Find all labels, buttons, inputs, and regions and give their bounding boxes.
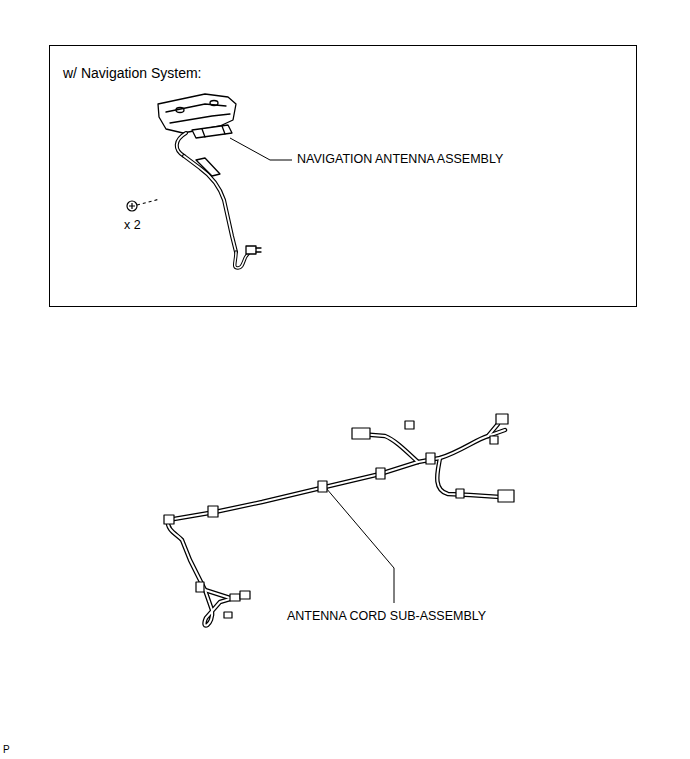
drawing-stroke [437,458,500,497]
drawing-stroke [498,490,514,502]
drawing-stroke [168,520,240,626]
drawing-stroke [490,436,498,444]
drawing-stroke [176,108,184,113]
drawing-stroke [192,125,232,138]
drawing-stroke [437,458,500,497]
section-heading: w/ Navigation System: [63,65,628,82]
drawing-stroke [246,246,256,254]
drawing-stroke [168,430,505,520]
drawing-stroke [318,481,327,492]
drawing-stroke [168,430,505,520]
section-frame: w/ Navigation System: [49,45,637,307]
drawing-stroke [208,506,218,517]
part-name: ANTENNA CORD SUB-ASSEMBLY [287,609,486,624]
drawing-stroke [210,101,218,106]
drawing-stroke [168,520,240,626]
page-mark: P [3,742,10,757]
drawing-stroke [405,421,414,429]
drawing-stroke [456,489,464,498]
drawing-stroke [127,201,137,211]
drawing-stroke [164,414,514,618]
drawing-stroke [168,424,505,626]
drawing-stroke [137,199,160,205]
screw-symbol [127,199,160,211]
drawing-stroke [177,133,186,156]
drawing-stroke [164,515,174,524]
drawing-stroke [170,114,230,123]
drawing-stroke [205,590,230,598]
drawing-stroke [496,414,508,424]
drawing-stroke [230,594,240,601]
drawing-stroke [168,424,505,626]
leader-line [230,138,394,603]
drawing-stroke [177,133,186,156]
drawing-stroke [196,158,220,176]
quantity-note: x 2 [124,218,141,233]
drawing-stroke [202,126,225,137]
navigation-antenna-drawing [158,94,261,268]
drawing-stroke [205,590,230,598]
drawing-stroke [426,453,435,464]
drawing-stroke [196,582,204,592]
antenna-cord-drawing [164,414,514,626]
drawing-stroke [352,428,370,439]
part-name: NAVIGATION ANTENNA ASSEMBLY [297,152,503,167]
drawing-stroke [129,203,135,209]
drawing-stroke [240,591,250,599]
drawing-stroke [184,156,236,252]
drawing-stroke [488,424,498,436]
drawing-stroke [230,138,292,160]
drawing-stroke [224,612,232,618]
drawing-stroke [184,156,236,252]
drawing-stroke [326,488,394,603]
drawing-stroke [256,248,261,252]
drawing-stroke [376,468,385,479]
